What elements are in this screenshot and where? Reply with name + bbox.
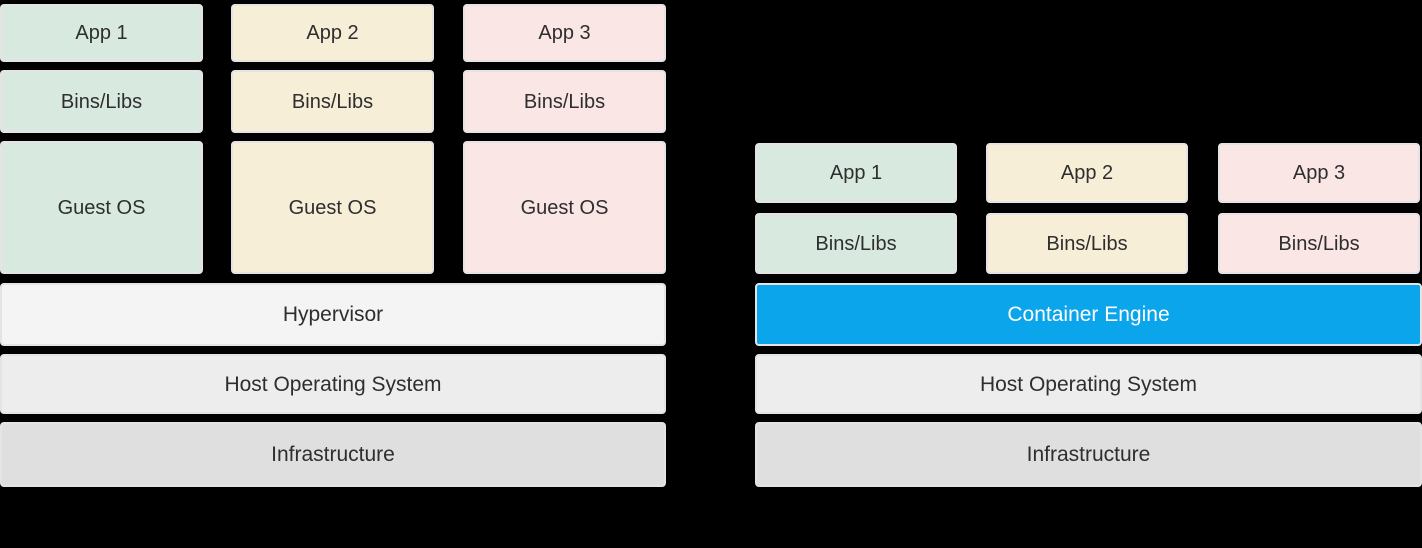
hypervisor-layer: Hypervisor (0, 283, 666, 346)
vm-infrastructure-layer: Infrastructure (0, 422, 666, 487)
vm-app2-box: App 2 (231, 4, 434, 62)
container-app2-bins-libs-box: Bins/Libs (986, 213, 1188, 274)
container-app3-bins-libs-box: Bins/Libs (1218, 213, 1420, 274)
container-stack: App 1 Bins/Libs App 2 Bins/Libs App 3 Bi… (755, 0, 1422, 548)
vm-app1-guest-os-box: Guest OS (0, 141, 203, 274)
vm-app3-bins-libs-box: Bins/Libs (463, 70, 666, 133)
container-column-app1: App 1 Bins/Libs (755, 0, 957, 548)
container-app1-box: App 1 (755, 143, 957, 203)
vm-app2-guest-os-box: Guest OS (231, 141, 434, 274)
container-app1-bins-libs-box: Bins/Libs (755, 213, 957, 274)
container-app3-box: App 3 (1218, 143, 1420, 203)
vm-app3-box: App 3 (463, 4, 666, 62)
vm-app1-bins-libs-box: Bins/Libs (0, 70, 203, 133)
container-host-os-layer: Host Operating System (755, 354, 1422, 414)
container-column-app2: App 2 Bins/Libs (986, 0, 1188, 548)
vm-host-os-layer: Host Operating System (0, 354, 666, 414)
vm-column-app3: App 3 Bins/Libs Guest OS (463, 0, 666, 548)
container-app2-box: App 2 (986, 143, 1188, 203)
container-engine-layer: Container Engine (755, 283, 1422, 346)
vm-column-app2: App 2 Bins/Libs Guest OS (231, 0, 434, 548)
vm-app3-guest-os-box: Guest OS (463, 141, 666, 274)
vm-app2-bins-libs-box: Bins/Libs (231, 70, 434, 133)
vm-app1-box: App 1 (0, 4, 203, 62)
container-column-app3: App 3 Bins/Libs (1218, 0, 1420, 548)
vm-column-app1: App 1 Bins/Libs Guest OS (0, 0, 203, 548)
vm-stack: App 1 Bins/Libs Guest OS App 2 Bins/Libs… (0, 0, 666, 548)
container-infrastructure-layer: Infrastructure (755, 422, 1422, 487)
